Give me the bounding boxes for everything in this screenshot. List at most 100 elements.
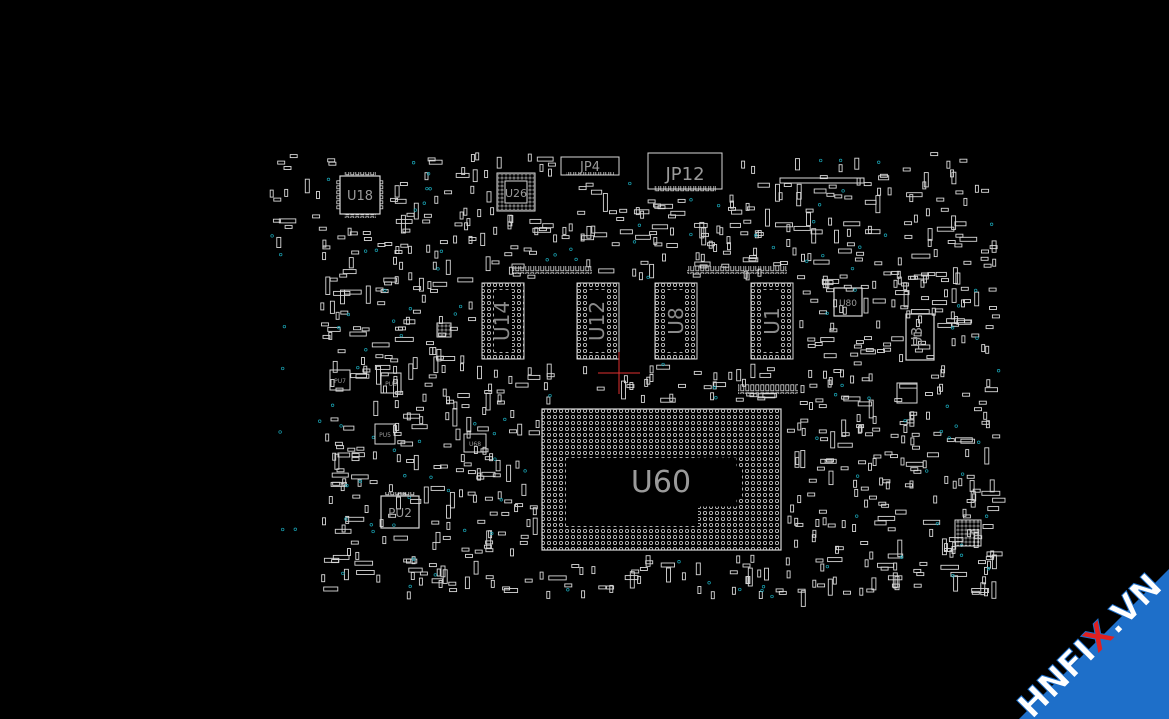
smd-component[interactable] [838, 248, 852, 254]
smd-component[interactable] [743, 219, 752, 224]
smd-component[interactable] [865, 348, 874, 352]
smd-component[interactable] [823, 370, 827, 379]
smd-component[interactable] [941, 365, 946, 374]
smd-component[interactable] [815, 398, 824, 403]
smd-component[interactable] [989, 306, 997, 310]
smd-component[interactable] [396, 496, 401, 510]
smd-component[interactable] [901, 435, 906, 444]
smd-component[interactable] [809, 402, 813, 410]
smd-component[interactable] [477, 365, 482, 380]
smd-component[interactable] [320, 302, 325, 311]
smd-component[interactable] [356, 446, 365, 451]
smd-component[interactable] [899, 383, 918, 389]
smd-component[interactable] [455, 172, 470, 178]
smd-component[interactable] [697, 586, 702, 594]
smd-component[interactable] [515, 503, 524, 508]
smd-component[interactable] [277, 160, 286, 165]
smd-component[interactable] [411, 556, 416, 565]
smd-component[interactable] [872, 458, 877, 466]
smd-component[interactable] [335, 311, 340, 320]
smd-component[interactable] [809, 383, 818, 388]
smd-component[interactable] [336, 445, 345, 450]
smd-component[interactable] [564, 583, 573, 588]
smd-component[interactable] [580, 233, 585, 242]
smd-component[interactable] [616, 217, 625, 221]
smd-component[interactable] [666, 567, 671, 583]
smd-component[interactable] [962, 392, 971, 397]
smd-component[interactable] [273, 197, 282, 202]
smd-component[interactable] [332, 554, 350, 560]
smd-component[interactable] [490, 579, 495, 588]
smd-component[interactable] [283, 166, 292, 170]
smd-component[interactable] [854, 488, 859, 497]
smd-component[interactable] [818, 404, 827, 409]
smd-component[interactable] [539, 571, 544, 580]
smd-component[interactable] [903, 291, 909, 308]
smd-component[interactable] [778, 590, 787, 595]
smd-component[interactable] [509, 429, 517, 434]
smd-component[interactable] [773, 262, 782, 267]
smd-component[interactable] [963, 197, 968, 206]
smd-component[interactable] [822, 275, 828, 289]
smd-component[interactable] [827, 557, 843, 563]
smd-component[interactable] [982, 524, 994, 529]
smd-component[interactable] [442, 535, 451, 540]
smd-component[interactable] [586, 225, 592, 239]
smd-component[interactable] [877, 187, 882, 196]
smd-component[interactable] [891, 270, 900, 275]
smd-component[interactable] [504, 499, 513, 504]
smd-component[interactable] [422, 393, 427, 402]
smd-component[interactable] [974, 407, 982, 412]
smd-component[interactable] [856, 251, 865, 256]
smd-component[interactable] [913, 337, 918, 346]
smd-component[interactable] [449, 491, 455, 509]
smd-component[interactable] [656, 364, 671, 370]
smd-component[interactable] [827, 578, 833, 596]
smd-component[interactable] [481, 471, 496, 477]
smd-component[interactable] [874, 520, 887, 526]
smd-component[interactable] [464, 222, 469, 231]
smd-component[interactable] [477, 209, 482, 218]
smd-component[interactable] [727, 242, 731, 251]
smd-component[interactable] [390, 197, 399, 202]
smd-component[interactable] [985, 345, 990, 354]
smd-component[interactable] [860, 284, 869, 289]
smd-component[interactable] [966, 474, 975, 479]
smd-component[interactable] [374, 364, 391, 370]
smd-component[interactable] [394, 400, 399, 409]
smd-component[interactable] [284, 188, 289, 197]
smd-component[interactable] [958, 478, 963, 487]
smd-component[interactable] [400, 441, 414, 447]
smd-component[interactable] [654, 203, 674, 209]
smd-component[interactable] [355, 551, 360, 560]
smd-component[interactable] [935, 308, 944, 313]
smd-component[interactable] [884, 451, 893, 456]
smd-component[interactable] [350, 373, 367, 379]
smd-component[interactable] [436, 568, 441, 577]
smd-component[interactable] [660, 397, 676, 403]
smd-component[interactable] [766, 367, 775, 372]
smd-component[interactable] [860, 541, 869, 545]
smd-component[interactable] [485, 392, 491, 411]
smd-component[interactable] [978, 400, 987, 405]
smd-component[interactable] [881, 503, 890, 508]
smd-component[interactable] [700, 253, 705, 262]
smd-component[interactable] [532, 227, 552, 233]
smd-component[interactable] [755, 232, 764, 236]
smd-component[interactable] [446, 521, 451, 530]
smd-component[interactable] [491, 260, 500, 265]
smd-component[interactable] [839, 274, 848, 279]
smd-component[interactable] [947, 240, 956, 244]
smd-component[interactable] [910, 437, 915, 446]
smd-component[interactable] [322, 239, 327, 248]
smd-component[interactable] [941, 278, 949, 283]
smd-component[interactable] [633, 209, 650, 215]
smd-component[interactable] [548, 575, 567, 581]
smd-component[interactable] [361, 327, 370, 332]
smd-component[interactable] [826, 288, 835, 293]
smd-component[interactable] [546, 590, 551, 599]
smd-component[interactable] [736, 555, 741, 564]
smd-component[interactable] [581, 590, 586, 599]
smd-component[interactable] [583, 366, 588, 375]
smd-component[interactable] [828, 184, 837, 189]
